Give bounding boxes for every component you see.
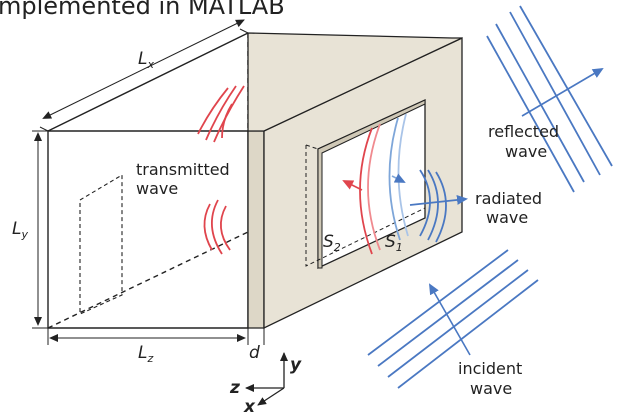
incident-wave-label: incident xyxy=(458,359,522,378)
reflected-wave-label: reflected xyxy=(488,122,559,141)
room-hidden-floor-edge xyxy=(47,231,249,329)
axis-z-label: z xyxy=(229,378,240,398)
label-lx: Lx xyxy=(138,49,154,71)
incident-wave-lines xyxy=(367,249,539,389)
reflected-wave-label-2: wave xyxy=(505,142,547,161)
radiated-wave-label-2: wave xyxy=(486,208,528,227)
axes-triad xyxy=(245,352,288,406)
x-axis-arrow xyxy=(257,387,285,406)
label-s1: S1 xyxy=(385,232,403,254)
page-title: mplemented in MATLAB xyxy=(0,0,285,20)
incident-wave-arrow xyxy=(429,283,471,356)
dim-lx xyxy=(39,19,249,132)
transmitted-wave-label: transmitted xyxy=(136,160,230,179)
incident-wave-label-2: wave xyxy=(470,379,512,398)
radiated-wave-label: radiated xyxy=(475,189,542,208)
dim-lz xyxy=(47,328,265,345)
label-lz: Lz xyxy=(138,343,153,365)
transmitted-wave-arcs-bottom xyxy=(203,199,231,255)
transmitted-wave-label-2: wave xyxy=(136,179,178,198)
aperture-blue-arrow xyxy=(391,173,406,183)
aperture-inner-edge xyxy=(317,99,426,269)
label-s2: S2 xyxy=(323,232,341,254)
aperture-dashed-outline xyxy=(305,145,426,267)
aperture-wall xyxy=(247,32,463,330)
transmitted-wave-arcs-top xyxy=(197,85,245,143)
reflected-wave-arrow xyxy=(521,67,604,117)
radiated-wave-arrow xyxy=(409,194,468,206)
dim-ly xyxy=(32,130,48,329)
reflected-wave-lines xyxy=(486,5,613,193)
axis-y-label: y xyxy=(290,355,302,375)
radiated-wave-arcs xyxy=(419,169,447,243)
door-outline xyxy=(79,174,123,315)
wall-thickness-face xyxy=(247,130,265,329)
wall-top-face xyxy=(247,32,463,132)
aperture-red-arrow xyxy=(342,180,363,191)
axis-x-label: x xyxy=(243,397,256,412)
label-d: d xyxy=(249,343,260,363)
label-ly: Ly xyxy=(12,219,28,241)
